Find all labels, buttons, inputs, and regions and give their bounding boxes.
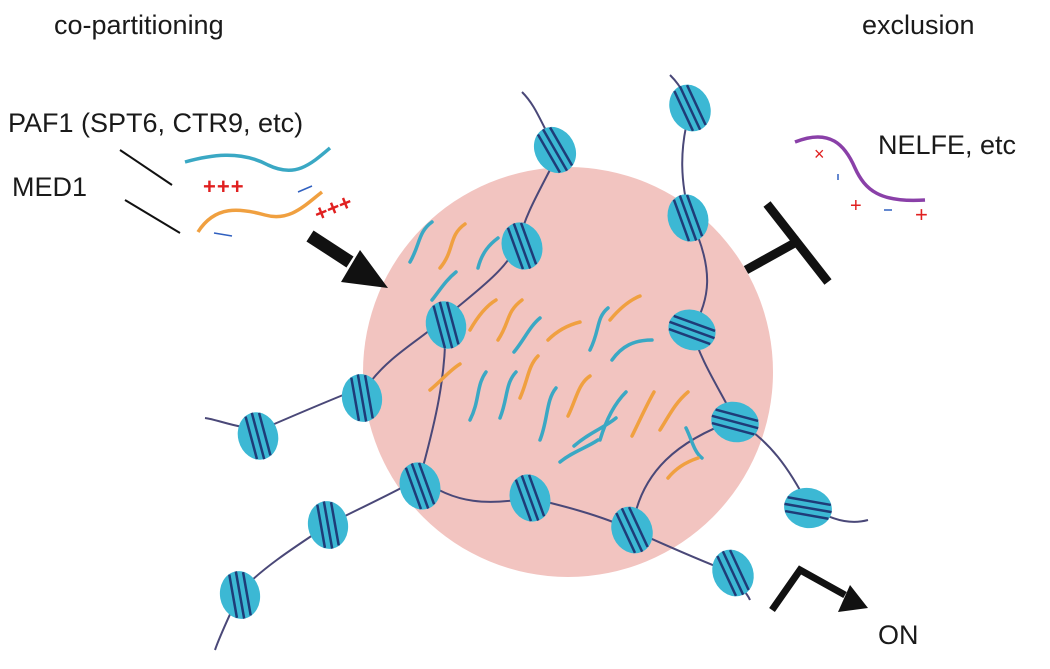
med1-strand-in-condensate: [428, 362, 462, 392]
exclusion-inhibitor: [743, 201, 832, 285]
co-partitioning-heading: co-partitioning: [54, 10, 224, 40]
med1-strand-in-condensate: [496, 298, 524, 342]
paf1-strand-in-condensate: [558, 438, 600, 464]
paf1-strand-in-condensate: [684, 426, 704, 460]
nucleosome: [779, 482, 837, 534]
paf1-strand-in-condensate: [498, 370, 518, 420]
co-partitioning-legend: +++ +++: [119, 146, 356, 237]
paf1-strand-in-condensate: [468, 370, 488, 422]
paf1-strand-in-condensate: [572, 416, 618, 448]
med1-strand-in-condensate: [566, 374, 592, 418]
negative-charge-mark: [213, 232, 233, 237]
co-partitioning-arrow: [306, 230, 388, 288]
paf1-strand: [184, 146, 332, 172]
nucleosome: [703, 541, 763, 605]
paf1-strand-in-condensate: [538, 386, 558, 442]
med1-strand-in-condensate: [438, 222, 467, 270]
paf1-positive-charges: +++: [203, 174, 245, 199]
paf1-strand-in-condensate: [430, 270, 458, 302]
condensate-strands: [408, 220, 704, 480]
med1-strand: [196, 190, 324, 233]
exclusion-heading: exclusion: [862, 10, 975, 40]
med1-strand-in-condensate: [546, 320, 582, 342]
med1-strand-in-condensate: [666, 456, 700, 480]
nelfe-label: NELFE, etc: [878, 130, 1017, 160]
paf1-strand-in-condensate: [598, 390, 628, 442]
paf1-strand-in-condensate: [610, 338, 654, 362]
nelfe-charge-mark: +: [915, 202, 928, 227]
nelfe-strand: [794, 135, 926, 203]
med1-strand-in-condensate: [658, 390, 690, 432]
paf1-strand-in-condensate: [476, 236, 500, 270]
med1-strand-in-condensate: [630, 390, 656, 438]
exclusion-legend: × + +: [794, 135, 928, 227]
nucleosome: [660, 76, 720, 140]
on-label: ON: [878, 620, 919, 650]
med1-label: MED1: [12, 172, 88, 202]
negative-charge-mark: [297, 185, 313, 193]
nelfe-charge-mark: +: [850, 195, 862, 217]
paf1-strand-in-condensate: [588, 306, 610, 352]
med1-strand-in-condensate: [518, 354, 540, 400]
med1-leader-line: [124, 199, 181, 234]
med1-strand-in-condensate: [608, 294, 642, 322]
paf1-strand-in-condensate: [408, 220, 434, 264]
paf1-strand-in-condensate: [512, 316, 542, 354]
paf1-label: PAF1 (SPT6, CTR9, etc): [8, 108, 304, 138]
nelfe-charge-mark: ×: [814, 144, 825, 164]
nucleosome: [302, 496, 354, 554]
paf1-leader-line: [119, 149, 173, 186]
med1-strand-in-condensate: [468, 298, 498, 332]
nucleosome: [231, 406, 285, 466]
transcription-on-arrow: [769, 565, 868, 613]
